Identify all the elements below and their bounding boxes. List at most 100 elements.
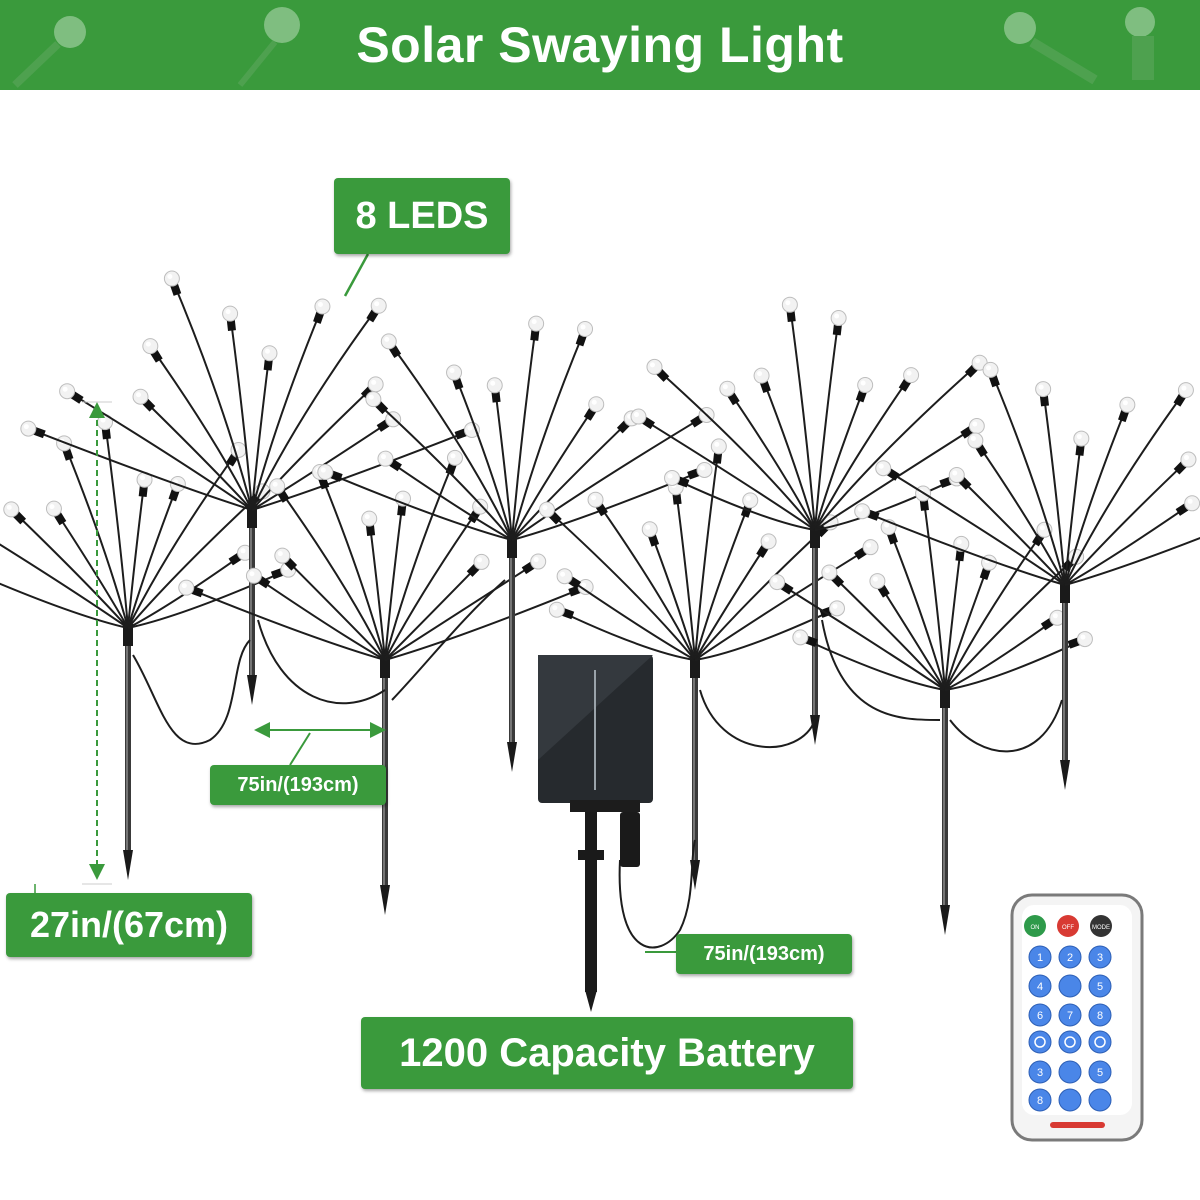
remote-button	[1028, 1003, 1052, 1027]
light-branch	[384, 457, 513, 541]
light-branch	[229, 313, 253, 511]
panel-wire	[618, 839, 696, 949]
bulb-icon	[446, 449, 463, 466]
bulb-icon	[696, 461, 713, 478]
light-branch	[511, 414, 708, 541]
light-hub	[247, 506, 257, 528]
light-branch	[922, 493, 946, 691]
dimension-arrow-icon	[34, 401, 112, 893]
bulb-icon	[274, 547, 291, 564]
bulb-icon	[142, 338, 159, 355]
light-branch	[887, 526, 946, 691]
light-branch	[281, 554, 386, 661]
bulb-icon	[261, 345, 278, 362]
light-branch	[384, 457, 456, 661]
bulb-icon	[869, 573, 886, 590]
light-branch	[251, 353, 271, 511]
bulb-icon	[862, 539, 879, 556]
light-branch	[27, 427, 253, 511]
light-branch	[324, 471, 513, 541]
bulb-icon	[1119, 396, 1136, 413]
wire	[132, 639, 251, 745]
bulb-icon	[641, 521, 658, 538]
light-branch	[814, 317, 840, 531]
bulb-icon	[857, 377, 874, 394]
light-branch	[726, 388, 816, 531]
light-branch	[372, 398, 513, 541]
light-branch	[876, 580, 946, 691]
light-branch	[694, 540, 770, 661]
remote-button-label: 3	[1097, 952, 1103, 964]
light-branch	[104, 421, 129, 629]
light-branch	[814, 361, 981, 531]
bulb-icon	[269, 478, 286, 495]
bulb-icon	[588, 396, 605, 413]
light-branch	[828, 571, 946, 691]
light-branch	[511, 403, 598, 541]
remote-button	[1028, 945, 1052, 969]
bulb-icon	[556, 568, 573, 585]
bulb-icon	[20, 420, 37, 437]
remote-button	[1058, 1060, 1082, 1084]
light-branch	[63, 442, 129, 629]
bulb-icon	[875, 460, 892, 477]
bulb-icon	[646, 358, 663, 375]
bulb-icon	[854, 503, 871, 520]
remote-button	[1088, 1030, 1112, 1054]
remote-button-label: 1	[1037, 952, 1043, 964]
remote-button	[1088, 974, 1112, 998]
bulb-icon	[1004, 12, 1098, 85]
light-branch	[648, 528, 696, 661]
light-branch	[10, 508, 129, 629]
light-branch	[882, 467, 1066, 586]
light-hub	[810, 526, 820, 548]
light-branch	[594, 499, 696, 661]
bulb-icon	[237, 7, 300, 87]
light-branch	[0, 582, 129, 629]
light-branch	[127, 479, 146, 629]
bulb-icon	[719, 380, 736, 397]
bulb-icon	[59, 383, 76, 400]
remote-button-label: 4	[1037, 981, 1043, 993]
bulb-icon	[1177, 382, 1194, 399]
light-hub	[380, 656, 390, 678]
remote-button	[1088, 945, 1112, 969]
light-branch	[127, 483, 179, 629]
light-branch	[694, 446, 720, 661]
wire	[949, 699, 1063, 753]
light-branch	[276, 485, 386, 661]
bulb-icon	[948, 467, 965, 484]
bulb-icon	[163, 270, 180, 287]
remote-button	[1088, 1088, 1112, 1112]
firework-light	[854, 361, 1200, 790]
light-branch	[251, 383, 377, 511]
light-branch	[671, 477, 816, 531]
light-branch	[861, 510, 1066, 586]
ground-stake-icon	[585, 812, 597, 992]
light-hub	[940, 686, 950, 708]
remote-button	[1088, 1003, 1112, 1027]
wire	[391, 579, 506, 701]
bulb-icon	[3, 501, 20, 518]
ground-stake-icon	[507, 742, 517, 772]
remote-button-label: 7	[1067, 1010, 1073, 1022]
light-branch	[788, 304, 816, 531]
bulb-icon	[132, 388, 149, 405]
bulb-icon	[1184, 495, 1200, 512]
bulb-icon	[473, 553, 490, 570]
remote-button	[1024, 915, 1046, 937]
light-branch	[511, 323, 538, 541]
ground-stake-icon	[940, 905, 950, 935]
page-title: Solar Swaying Light	[356, 17, 844, 73]
wire	[699, 689, 816, 749]
bulb-icon	[1035, 381, 1052, 398]
bulb-icon	[370, 297, 387, 314]
remote-button-label: 3	[1037, 1067, 1043, 1079]
bulb-icon	[1180, 451, 1197, 468]
bulb-icon	[361, 510, 378, 527]
light-branch	[1064, 389, 1187, 586]
light-branch	[387, 340, 513, 541]
bulb-icon	[760, 533, 777, 550]
